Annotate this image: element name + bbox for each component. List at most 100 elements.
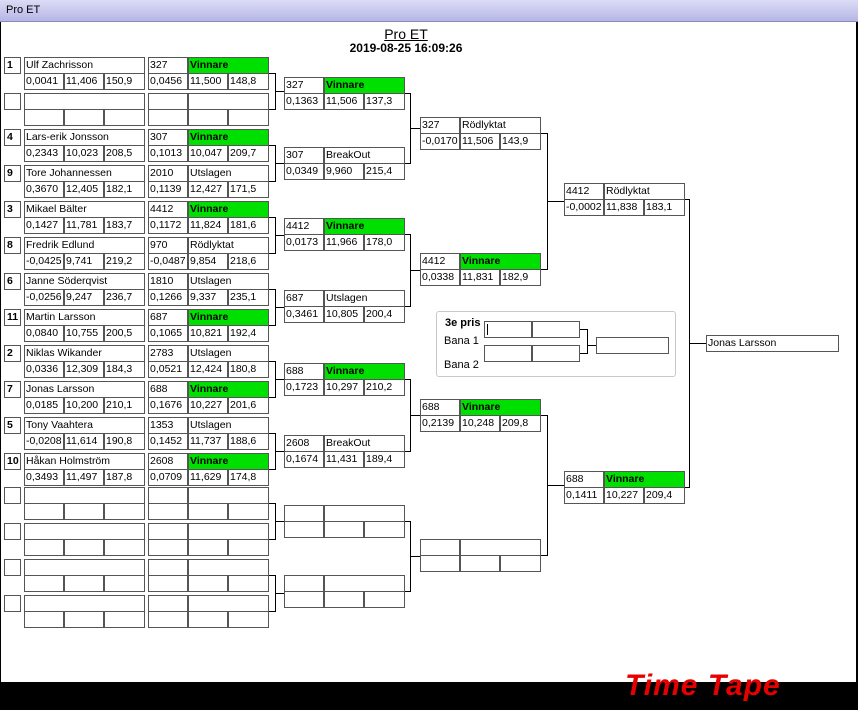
connector xyxy=(541,133,547,134)
reaction-time: 0,0185 xyxy=(24,397,64,414)
driver-name[interactable] xyxy=(24,93,145,110)
driver-name[interactable] xyxy=(24,523,145,540)
race-status: Vinnare xyxy=(324,218,405,235)
reaction-time: -0,0256 xyxy=(24,289,64,306)
bana1-field-b[interactable] xyxy=(532,321,580,338)
speed xyxy=(104,575,145,592)
third-place-result[interactable] xyxy=(596,337,669,354)
elapsed-time: 9,247 xyxy=(64,289,104,306)
car-number: 327 xyxy=(148,57,188,74)
elapsed-time xyxy=(64,539,104,556)
race-status: Vinnare xyxy=(188,57,269,74)
race-status: Vinnare xyxy=(188,309,269,326)
speed: 180,8 xyxy=(228,361,269,378)
driver-name[interactable]: Janne Söderqvist xyxy=(24,273,145,290)
driver-name[interactable]: Niklas Wikander xyxy=(24,345,145,362)
reaction-time: 0,1452 xyxy=(148,433,188,450)
elapsed-time xyxy=(64,575,104,592)
car-number xyxy=(284,575,324,592)
driver-name[interactable]: Håkan Holmström xyxy=(24,453,145,470)
elapsed-time: 11,506 xyxy=(324,93,364,110)
connector xyxy=(580,329,587,330)
seed-number: 5 xyxy=(4,417,21,434)
reaction-time xyxy=(148,539,188,556)
speed: 190,8 xyxy=(104,433,145,450)
driver-name[interactable]: Ulf Zachrisson xyxy=(24,57,145,74)
speed: 178,0 xyxy=(364,234,405,251)
speed: 210,2 xyxy=(364,379,405,396)
reaction-time: 0,1065 xyxy=(148,325,188,342)
reaction-time: 0,0521 xyxy=(148,361,188,378)
race-status: Vinnare xyxy=(324,363,405,380)
driver-name[interactable] xyxy=(24,595,145,612)
connector xyxy=(269,433,275,434)
speed: 174,8 xyxy=(228,469,269,486)
page-datetime: 2019-08-25 16:09:26 xyxy=(349,41,463,55)
car-number: 4412 xyxy=(420,253,460,270)
elapsed-time: 11,500 xyxy=(188,73,228,90)
race-status: Utslagen xyxy=(188,165,269,182)
elapsed-time: 10,047 xyxy=(188,145,228,162)
connector xyxy=(269,325,275,326)
speed xyxy=(228,611,269,628)
driver-name[interactable] xyxy=(24,559,145,576)
car-number: 688 xyxy=(284,363,324,380)
bana2-field-b[interactable] xyxy=(532,345,580,362)
speed: 210,1 xyxy=(104,397,145,414)
connector xyxy=(269,253,275,254)
race-status: Vinnare xyxy=(460,399,541,416)
connector xyxy=(269,145,275,146)
race-status: Utslagen xyxy=(188,273,269,290)
reaction-time xyxy=(148,503,188,520)
driver-name[interactable] xyxy=(24,487,145,504)
page-title: Pro ET xyxy=(384,26,428,42)
reaction-time: 0,1674 xyxy=(284,451,324,468)
driver-name[interactable]: Jonas Larsson xyxy=(24,381,145,398)
connector xyxy=(689,343,706,344)
elapsed-time: 11,629 xyxy=(188,469,228,486)
connector xyxy=(541,269,547,270)
driver-name[interactable]: Fredrik Edlund xyxy=(24,237,145,254)
third-place-title: 3e pris xyxy=(445,317,481,329)
driver-name[interactable]: Tore Johannessen xyxy=(24,165,145,182)
driver-name[interactable]: Lars-erik Jonsson xyxy=(24,129,145,146)
race-status: Vinnare xyxy=(188,129,269,146)
speed xyxy=(228,575,269,592)
elapsed-time: 10,227 xyxy=(604,487,644,504)
reaction-time: 0,2139 xyxy=(420,415,460,432)
connector xyxy=(275,91,284,92)
driver-name[interactable]: Martin Larsson xyxy=(24,309,145,326)
reaction-time: 0,0349 xyxy=(284,163,324,180)
bana2-field-a[interactable] xyxy=(484,345,532,362)
car-number xyxy=(420,539,460,556)
speed: 187,8 xyxy=(104,469,145,486)
speed: 183,7 xyxy=(104,217,145,234)
speed xyxy=(500,555,541,572)
connector xyxy=(275,235,284,236)
seed-number: 11 xyxy=(4,309,21,326)
car-number: 4412 xyxy=(148,201,188,218)
speed xyxy=(104,503,145,520)
speed: 208,5 xyxy=(104,145,145,162)
speed: 192,4 xyxy=(228,325,269,342)
window-titlebar[interactable]: Pro ET xyxy=(0,0,858,22)
bana1-field-a[interactable] xyxy=(484,321,532,338)
speed: 235,1 xyxy=(228,289,269,306)
connector xyxy=(541,415,547,416)
speed xyxy=(228,539,269,556)
car-number: 307 xyxy=(284,147,324,164)
driver-name[interactable]: Mikael Bälter xyxy=(24,201,145,218)
elapsed-time xyxy=(188,575,228,592)
reaction-time: 0,1411 xyxy=(564,487,604,504)
car-number: 2608 xyxy=(284,435,324,452)
speed: 148,8 xyxy=(228,73,269,90)
elapsed-time: 11,838 xyxy=(604,199,644,216)
car-number: 970 xyxy=(148,237,188,254)
car-number: 1810 xyxy=(148,273,188,290)
text-cursor xyxy=(487,324,488,335)
car-number: 688 xyxy=(564,471,604,488)
driver-name[interactable]: Tony Vaahtera xyxy=(24,417,145,434)
race-status: Rödlyktat xyxy=(460,117,541,134)
race-status xyxy=(188,487,269,504)
connector xyxy=(269,181,275,182)
